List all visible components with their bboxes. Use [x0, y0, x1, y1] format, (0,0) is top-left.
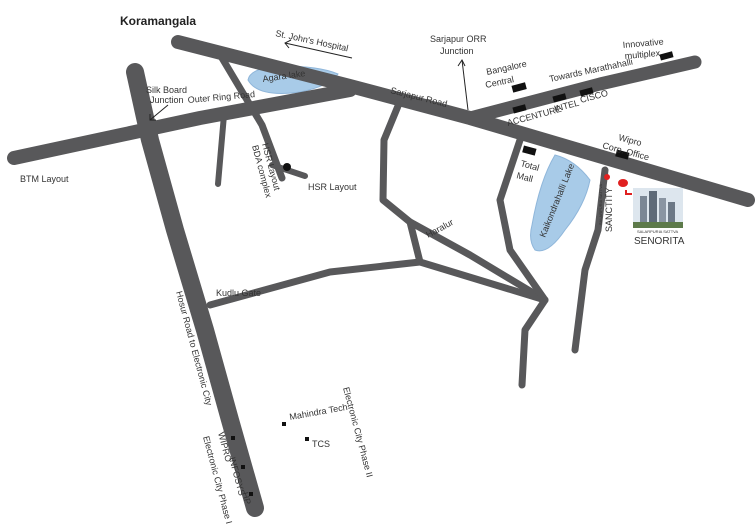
senorita-building-image: [633, 188, 683, 228]
sarjapur-road: [171, 35, 755, 207]
silk-board-arrow-icon: [149, 104, 169, 121]
haralur-road-west: [379, 102, 424, 266]
senorita-location-marker[interactable]: [618, 179, 628, 187]
sanctity-road: [571, 166, 609, 354]
kudlu-gate-road: [206, 258, 549, 309]
hosur-road: [126, 63, 264, 517]
label-senorita: SENORITA: [634, 236, 685, 247]
map-title: Koramangala: [120, 14, 196, 28]
senorita-pointer: [625, 190, 632, 195]
label-total-mall-2: Mall: [515, 170, 534, 184]
label-btm-layout: BTM Layout: [20, 174, 69, 184]
wipro-corp-marker: [615, 149, 630, 160]
tcs-marker: [305, 437, 309, 441]
label-senorita-small: SALARPURIA SATTVA: [637, 229, 679, 234]
haralur-road: [406, 218, 549, 304]
cisco-marker: [579, 87, 594, 97]
kaikondrahalli-lake: [530, 154, 591, 252]
label-innovative-2: multiplex: [624, 48, 661, 61]
hp-marker: [249, 492, 253, 496]
label-kudlu-gate: Kudlu Gate: [216, 288, 261, 298]
label-sanctity: SANCTITY: [604, 187, 614, 232]
innovative-marker: [659, 51, 674, 61]
label-sarjapur-orr-2: Junction: [440, 46, 474, 56]
mahindra-tech-marker: [282, 422, 286, 426]
total-mall-road: [496, 136, 549, 389]
total-mall-marker: [522, 145, 537, 156]
label-total-mall: Total: [519, 158, 540, 173]
landmark-markers: [231, 51, 674, 496]
marathahalli-road: [463, 55, 702, 125]
hsr-side-road: [215, 112, 227, 187]
label-ec-phase-2: Electronic City Phase II: [341, 386, 375, 478]
label-innovative: Innovative: [622, 36, 664, 50]
label-sarjapur-orr: Sarjapur ORR: [430, 34, 487, 44]
infosys-marker: [241, 465, 245, 469]
hsr-bda-marker: [283, 163, 291, 171]
sanctity-location-marker[interactable]: [604, 174, 610, 180]
sarjapur-orr-arrow-icon: [457, 59, 469, 111]
accenture-marker: [512, 104, 527, 114]
label-silk-board: Silk Board: [146, 85, 187, 95]
intel-marker: [552, 93, 567, 103]
outer-ring-road: [7, 83, 357, 165]
label-tcs: TCS: [312, 439, 330, 449]
label-mahindra-tech: Mahindra Tech: [289, 402, 349, 422]
st-johns-arrow-icon: [284, 39, 353, 59]
hsr-road: [218, 54, 286, 182]
label-hsr-layout: HSR Layout: [308, 182, 357, 192]
label-hp: HP: [240, 491, 253, 506]
wipro-marker: [231, 436, 235, 440]
label-silk-board-2: Junction: [150, 95, 184, 105]
label-bangalore-central: Bangalore: [485, 59, 527, 77]
label-sanctity-small: SALARPURIA SATTVA: [598, 183, 603, 225]
label-st-johns: St. John's Hospital: [275, 28, 350, 53]
